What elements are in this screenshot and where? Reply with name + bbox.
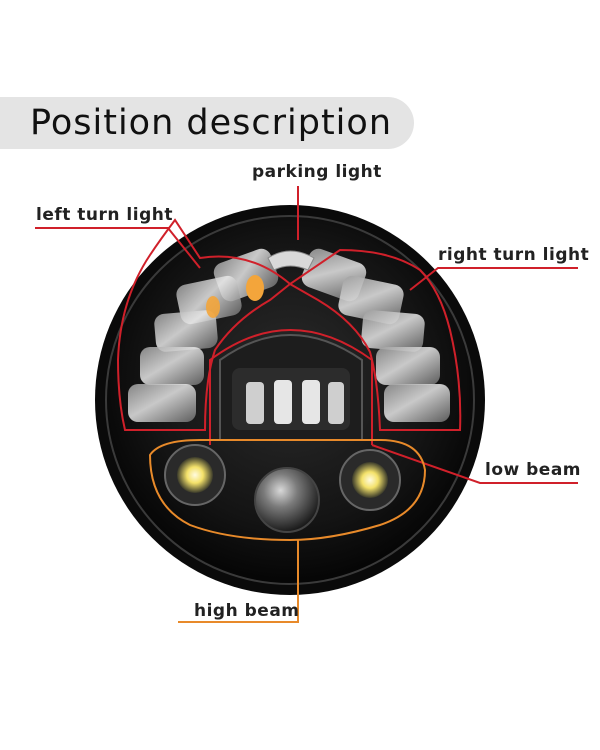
title-banner: Position description [0, 97, 414, 149]
right-turn-segments [301, 248, 450, 422]
high-beam-label: high beam [194, 601, 300, 621]
right-turn-zone-outline [288, 248, 462, 431]
low-beam-led [328, 382, 344, 424]
amber-led [246, 275, 264, 301]
left-turn-segments [128, 248, 279, 422]
left-segment [154, 310, 218, 352]
high-beam-center-lens [254, 467, 320, 533]
high-beam-left-led [177, 457, 213, 493]
low-beam-label: low beam [485, 460, 582, 480]
right-turn-callout-line [409, 267, 578, 291]
right-turn-light-label: right turn light [438, 245, 590, 265]
parking-light-strip [267, 250, 315, 271]
left-turn-callout-line [35, 227, 201, 269]
low-beam-led [274, 380, 292, 424]
low-beam-led [246, 382, 264, 424]
left-segment [140, 347, 204, 385]
high-beam-callout-line [178, 540, 299, 623]
right-segment [384, 384, 450, 422]
right-segment [361, 310, 425, 352]
page-title: Position description [30, 103, 393, 143]
high-beam-outline [148, 439, 427, 542]
low-beam-led [302, 380, 320, 424]
low-beam-outline [209, 329, 373, 445]
high-beam-units [164, 444, 401, 533]
parking-light-label: parking light [252, 162, 382, 182]
left-segment [128, 384, 196, 422]
low-beam-callout-line [371, 444, 578, 484]
right-segment [376, 347, 440, 385]
left-turn-light-label: left turn light [36, 205, 173, 225]
amber-led [206, 296, 220, 318]
high-beam-right-led [352, 462, 388, 498]
low-beam-block [219, 334, 363, 441]
